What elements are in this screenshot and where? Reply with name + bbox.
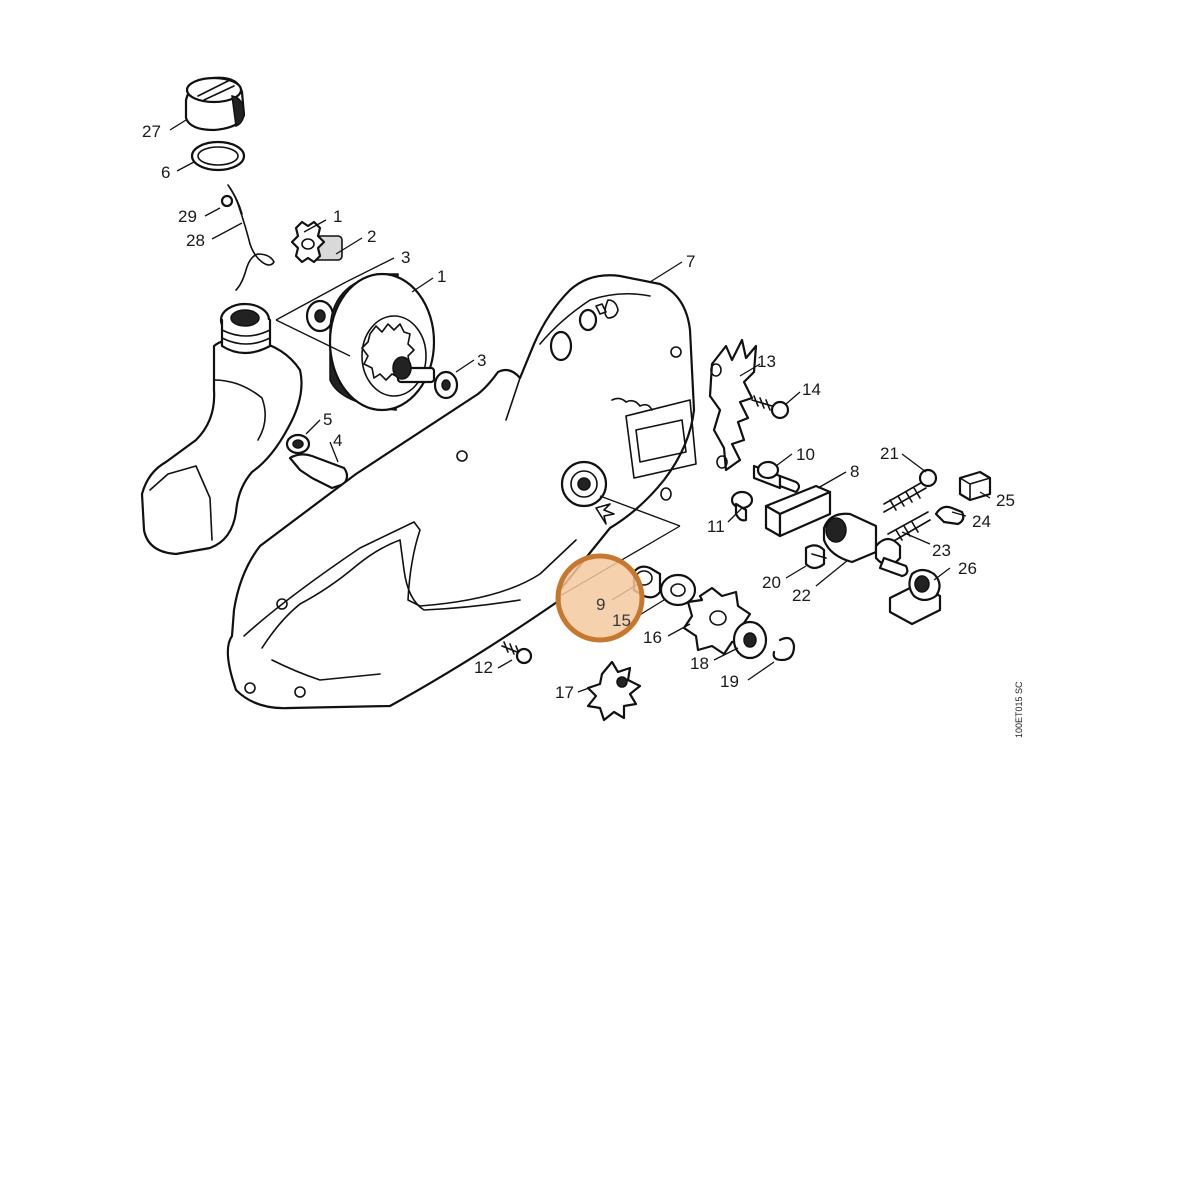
clutch-drum-drawing xyxy=(328,272,436,412)
part-label[interactable]: 10 xyxy=(796,445,815,464)
part-label[interactable]: 26 xyxy=(958,559,977,578)
spur-sprocket-drawing xyxy=(586,660,642,722)
tank-cap-drawing xyxy=(184,76,246,132)
part-label[interactable]: 2 xyxy=(367,227,376,246)
part-label-highlighted[interactable]: 9 xyxy=(596,595,605,614)
part-label[interactable]: 16 xyxy=(643,628,662,647)
part-label[interactable]: 1 xyxy=(437,267,446,286)
sprocket-cover-drawing xyxy=(226,274,697,710)
part-label[interactable]: 17 xyxy=(555,683,574,702)
part-label[interactable]: 8 xyxy=(850,462,859,481)
part-label[interactable]: 14 xyxy=(802,380,821,399)
part-label[interactable]: 21 xyxy=(880,444,899,463)
part-label[interactable]: 23 xyxy=(932,541,951,560)
part-label[interactable]: 27 xyxy=(142,122,161,141)
washer-15-drawing xyxy=(659,573,697,607)
spike-bumper-drawing xyxy=(708,338,758,472)
clip-24-25-drawing xyxy=(934,470,992,526)
part-label[interactable]: 20 xyxy=(762,573,781,592)
part-label[interactable]: 29 xyxy=(178,207,197,226)
part-label[interactable]: 12 xyxy=(474,658,493,677)
seal-ring-drawing xyxy=(190,140,246,172)
washer-lower-drawing xyxy=(433,370,459,400)
part-label[interactable]: 28 xyxy=(186,231,205,250)
part-label[interactable]: 4 xyxy=(333,431,342,450)
stud-10-drawing xyxy=(752,460,801,494)
part-label[interactable]: 22 xyxy=(792,586,811,605)
part-label[interactable]: 25 xyxy=(996,491,1015,510)
oil-tank-drawing xyxy=(140,302,303,556)
part-label[interactable]: 19 xyxy=(720,672,739,691)
leader-lines xyxy=(169,119,991,693)
part-label[interactable]: 24 xyxy=(972,512,991,531)
part-label[interactable]: 11 xyxy=(707,517,725,536)
drawing-code: 100ET015 SC xyxy=(1014,681,1024,738)
washer-upper-drawing xyxy=(305,299,335,333)
part-label[interactable]: 18 xyxy=(690,654,709,673)
part-label[interactable]: 3 xyxy=(477,351,486,370)
highlight-marker xyxy=(555,553,645,643)
tensioner-slide-drawing xyxy=(804,512,878,570)
e-clip-drawing xyxy=(772,636,796,662)
guide-plate-drawing xyxy=(764,484,832,538)
adjusting-screw-drawing xyxy=(874,511,931,578)
part-label[interactable]: 3 xyxy=(401,248,410,267)
part-label[interactable]: 7 xyxy=(686,252,695,271)
tensioner-assembly-drawing xyxy=(888,568,942,626)
part-label[interactable]: 5 xyxy=(323,410,332,429)
illustration xyxy=(140,76,992,722)
part-label-highlighted[interactable]: 15 xyxy=(612,611,631,630)
part-label[interactable]: 1 xyxy=(333,207,342,226)
part-label[interactable]: 13 xyxy=(757,352,776,371)
part-label[interactable]: 6 xyxy=(161,163,170,182)
screw-14-drawing xyxy=(751,395,790,420)
part-labels: 27 6 29 28 1 2 3 1 3 5 4 7 13 14 10 8 11… xyxy=(142,122,1015,702)
screw-11-drawing xyxy=(730,490,754,522)
screw-12-drawing xyxy=(501,641,533,665)
screw-21-drawing xyxy=(883,468,938,513)
retaining-cord-drawing xyxy=(220,184,275,291)
washer-18-drawing xyxy=(732,620,768,660)
small-sprocket-drawing xyxy=(290,220,343,264)
